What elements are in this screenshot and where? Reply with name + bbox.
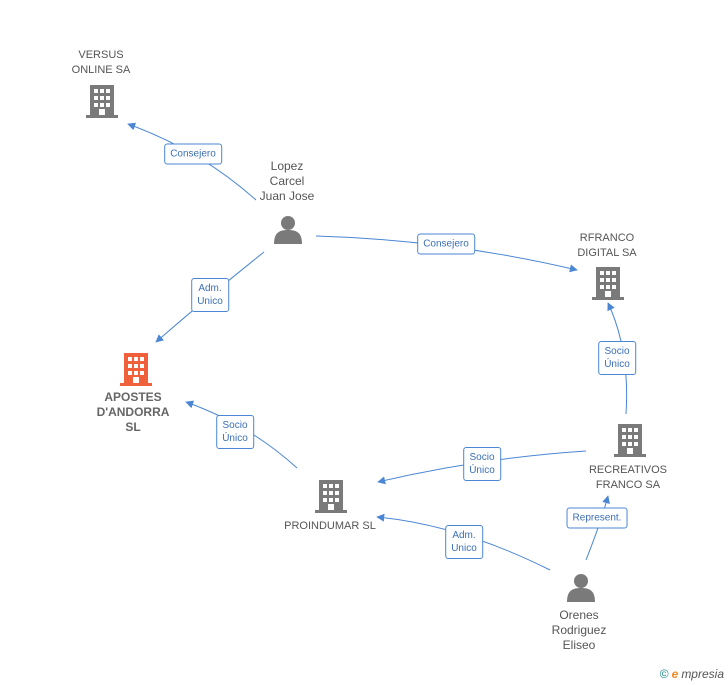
node-recreativos-franco-label[interactable]: RECREATIVOS FRANCO SA [588, 464, 668, 491]
edge-label-consejero-versus: Consejero [164, 143, 222, 165]
edge-label-adm-unico-apostes: Adm. Unico [191, 278, 229, 312]
node-versus-online-label[interactable]: VERSUS ONLINE SA [71, 49, 131, 76]
edge-label-socio-unico-rfranco: Socio Único [598, 341, 636, 375]
building-icon[interactable] [614, 424, 646, 457]
person-icon[interactable] [567, 574, 595, 602]
building-icon[interactable] [120, 353, 152, 386]
building-icon[interactable] [315, 480, 347, 513]
brand-logo-letter: e [671, 667, 679, 681]
edge-label-socio-unico-apostes: Socio Único [216, 415, 254, 449]
node-proindumar-label[interactable]: PROINDUMAR SL [284, 520, 376, 532]
person-icon[interactable] [274, 216, 302, 244]
edge-label-socio-unico-proindumar: Socio Único [463, 447, 501, 481]
node-rfranco-digital-label[interactable]: RFRANCO DIGITAL SA [577, 232, 637, 259]
node-apostes-andorra-label[interactable]: APOSTES D'ANDORRA SL [96, 390, 170, 434]
node-lopez-carcel-label[interactable]: Lopez Carcel Juan Jose [259, 159, 315, 203]
building-icon[interactable] [86, 85, 118, 118]
building-icon[interactable] [592, 267, 624, 300]
copyright-icon: © [659, 667, 669, 681]
edge-label-adm-unico-proindumar: Adm. Unico [445, 525, 483, 559]
edge-label-consejero-rfranco: Consejero [417, 233, 475, 255]
brand-name: mpresia [681, 667, 724, 681]
node-orenes-rodriguez-label[interactable]: Orenes Rodriguez Eliseo [551, 608, 607, 652]
edge-label-represent: Represent. [566, 507, 628, 529]
